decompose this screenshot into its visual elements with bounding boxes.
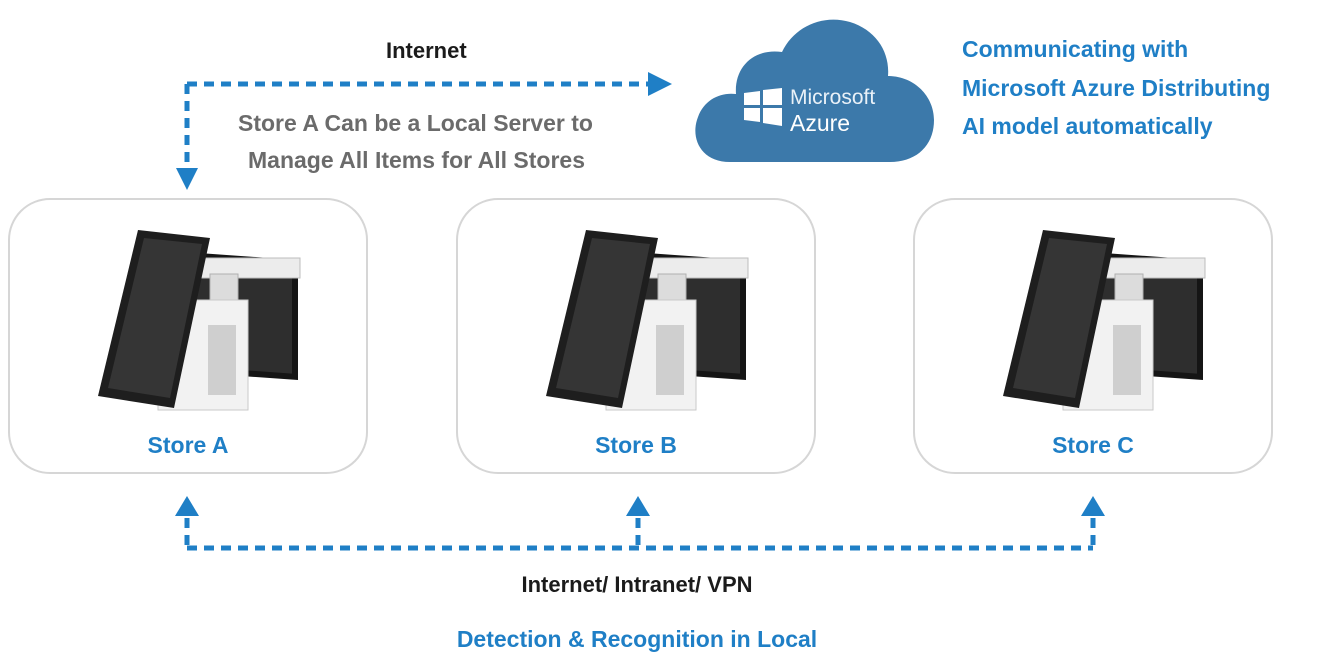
azure-brand-small: Microsoft <box>790 86 876 109</box>
windows-logo-icon <box>744 88 782 126</box>
local-detection-caption: Detection & Recognition in Local <box>456 626 818 652</box>
arrow-up-icon <box>175 496 199 516</box>
azure-cloud: Microsoft Azure <box>690 12 940 164</box>
local-server-note-line2: Manage All Items for All Stores <box>248 147 585 173</box>
azure-brand-large: Azure <box>790 110 851 136</box>
arrow-right-icon <box>648 72 672 96</box>
azure-note-line2: Microsoft Azure Distributing <box>962 75 1271 101</box>
azure-note-line3: AI model automatically <box>962 113 1213 139</box>
store-a-label: Store A <box>147 432 229 458</box>
store-c-card: Store C <box>913 198 1273 474</box>
pos-terminal-icon <box>1003 230 1206 411</box>
cloud-icon <box>695 19 934 163</box>
store-b-label: Store B <box>595 432 677 458</box>
internet-connector <box>184 81 650 172</box>
network-label: Internet/ Intranet/ VPN <box>521 572 753 597</box>
pos-terminal-icon <box>98 230 301 411</box>
store-c-label: Store C <box>1052 432 1134 458</box>
arrow-down-icon <box>176 168 198 190</box>
internet-label: Internet <box>386 38 467 63</box>
store-a-card: Store A <box>8 198 368 474</box>
local-server-note-line1: Store A Can be a Local Server to <box>238 110 593 136</box>
local-network-connector <box>184 518 1096 551</box>
pos-terminal-icon <box>546 230 749 411</box>
arrow-up-icon <box>1081 496 1105 516</box>
azure-note-line1: Communicating with <box>962 36 1189 62</box>
store-b-card: Store B <box>456 198 816 474</box>
arrow-up-icon <box>626 496 650 516</box>
